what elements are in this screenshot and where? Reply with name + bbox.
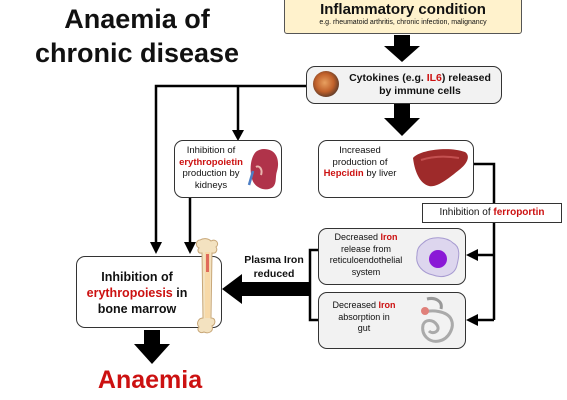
ferroportin-pre: Inhibition of — [439, 207, 494, 218]
connector-hepcidin-to-ferroportin — [474, 162, 496, 205]
erythropoiesis-highlight: erythropoiesis — [86, 286, 173, 300]
liver-icon — [413, 149, 468, 187]
release-pre: Decreased — [334, 232, 381, 242]
plasma-iron-line-2: reduced — [253, 268, 295, 280]
macrophage-icon — [416, 237, 460, 278]
cytokines-text-post: ) released — [441, 72, 491, 84]
release-line-4: system — [351, 266, 381, 277]
arrow-inflammatory-to-cytokines — [384, 35, 420, 62]
immune-cell-icon — [313, 71, 339, 97]
erythropoiesis-line-1: Inhibition of — [101, 270, 173, 284]
bone-icon — [196, 238, 219, 334]
absorption-line-3: gut — [357, 323, 371, 333]
release-line-2: release from — [340, 243, 392, 254]
epo-line-3: production by — [182, 168, 240, 179]
absorption-highlight: Iron — [378, 300, 396, 310]
arrow-marrow-to-anaemia — [134, 330, 170, 364]
result-anaemia: Anaemia — [97, 366, 203, 394]
arrowhead-to-release — [466, 249, 478, 261]
plasma-iron-line-1: Plasma Iron — [244, 254, 304, 266]
hepcidin-line-2: production of — [332, 156, 388, 168]
epo-line-4: kidneys — [194, 179, 228, 191]
hepcidin-box: Increased production of Hepcidin by live… — [318, 140, 474, 198]
release-line-3: reticuloendothelial — [329, 255, 403, 265]
erythropoiesis-post: in — [172, 286, 188, 300]
ferroportin-box: Inhibition of ferroportin — [422, 203, 562, 223]
iron-absorption-box: Decreased Iron absorption in gut — [318, 292, 466, 349]
epo-line-1: Inhibition of — [186, 145, 236, 156]
erythropoiesis-line-3: bone marrow — [97, 302, 177, 316]
arrow-plasma-iron-to-marrow — [222, 274, 310, 304]
cytokines-box: Cytokines (e.g. IL6) released by immune … — [306, 66, 502, 104]
cytokines-il6: IL6 — [426, 72, 442, 84]
inflammatory-heading: Inflammatory condition — [320, 1, 486, 18]
title-line-1: Anaemia of — [64, 4, 210, 34]
ferroportin-highlight: ferroportin — [493, 207, 545, 218]
hepcidin-line-1: Increased — [339, 145, 381, 156]
inflammatory-examples: e.g. rheumatoid arthritis, chronic infec… — [319, 19, 487, 26]
connector-cytokines-to-marrow — [154, 84, 306, 244]
page-title: Anaemia of chronic disease — [6, 2, 268, 70]
release-highlight: Iron — [380, 232, 398, 242]
hepcidin-highlight: Hepcidin — [323, 168, 364, 179]
hepcidin-post: by liver — [363, 168, 397, 179]
arrowhead-to-absorption — [466, 314, 478, 326]
inflammatory-condition-box: Inflammatory condition e.g. rheumatoid a… — [284, 0, 522, 34]
arrowhead-cytokines-to-epo — [232, 130, 244, 141]
arrowhead-epo-to-marrow — [184, 242, 196, 254]
cytokines-line-2: by immune cells — [379, 85, 461, 97]
plasma-iron-label: Plasma Iron reduced — [236, 253, 312, 281]
cytokines-text-pre: Cytokines (e.g. — [349, 72, 427, 84]
iron-release-box: Decreased Iron release from reticuloendo… — [318, 228, 466, 285]
kidney-icon — [247, 149, 279, 190]
arrowhead-cytokines-to-marrow — [150, 242, 162, 254]
erythropoietin-box: Inhibition of erythropoietin production … — [174, 140, 282, 198]
gut-icon — [421, 297, 454, 343]
epo-highlight: erythropoietin — [179, 156, 243, 168]
arrow-cytokines-to-hepcidin — [384, 104, 420, 136]
erythropoiesis-box: Inhibition of erythropoiesis in bone mar… — [76, 256, 222, 328]
title-line-2: chronic disease — [34, 38, 240, 68]
absorption-line-2: absorption in — [338, 311, 390, 322]
absorption-pre: Decreased — [332, 300, 379, 310]
